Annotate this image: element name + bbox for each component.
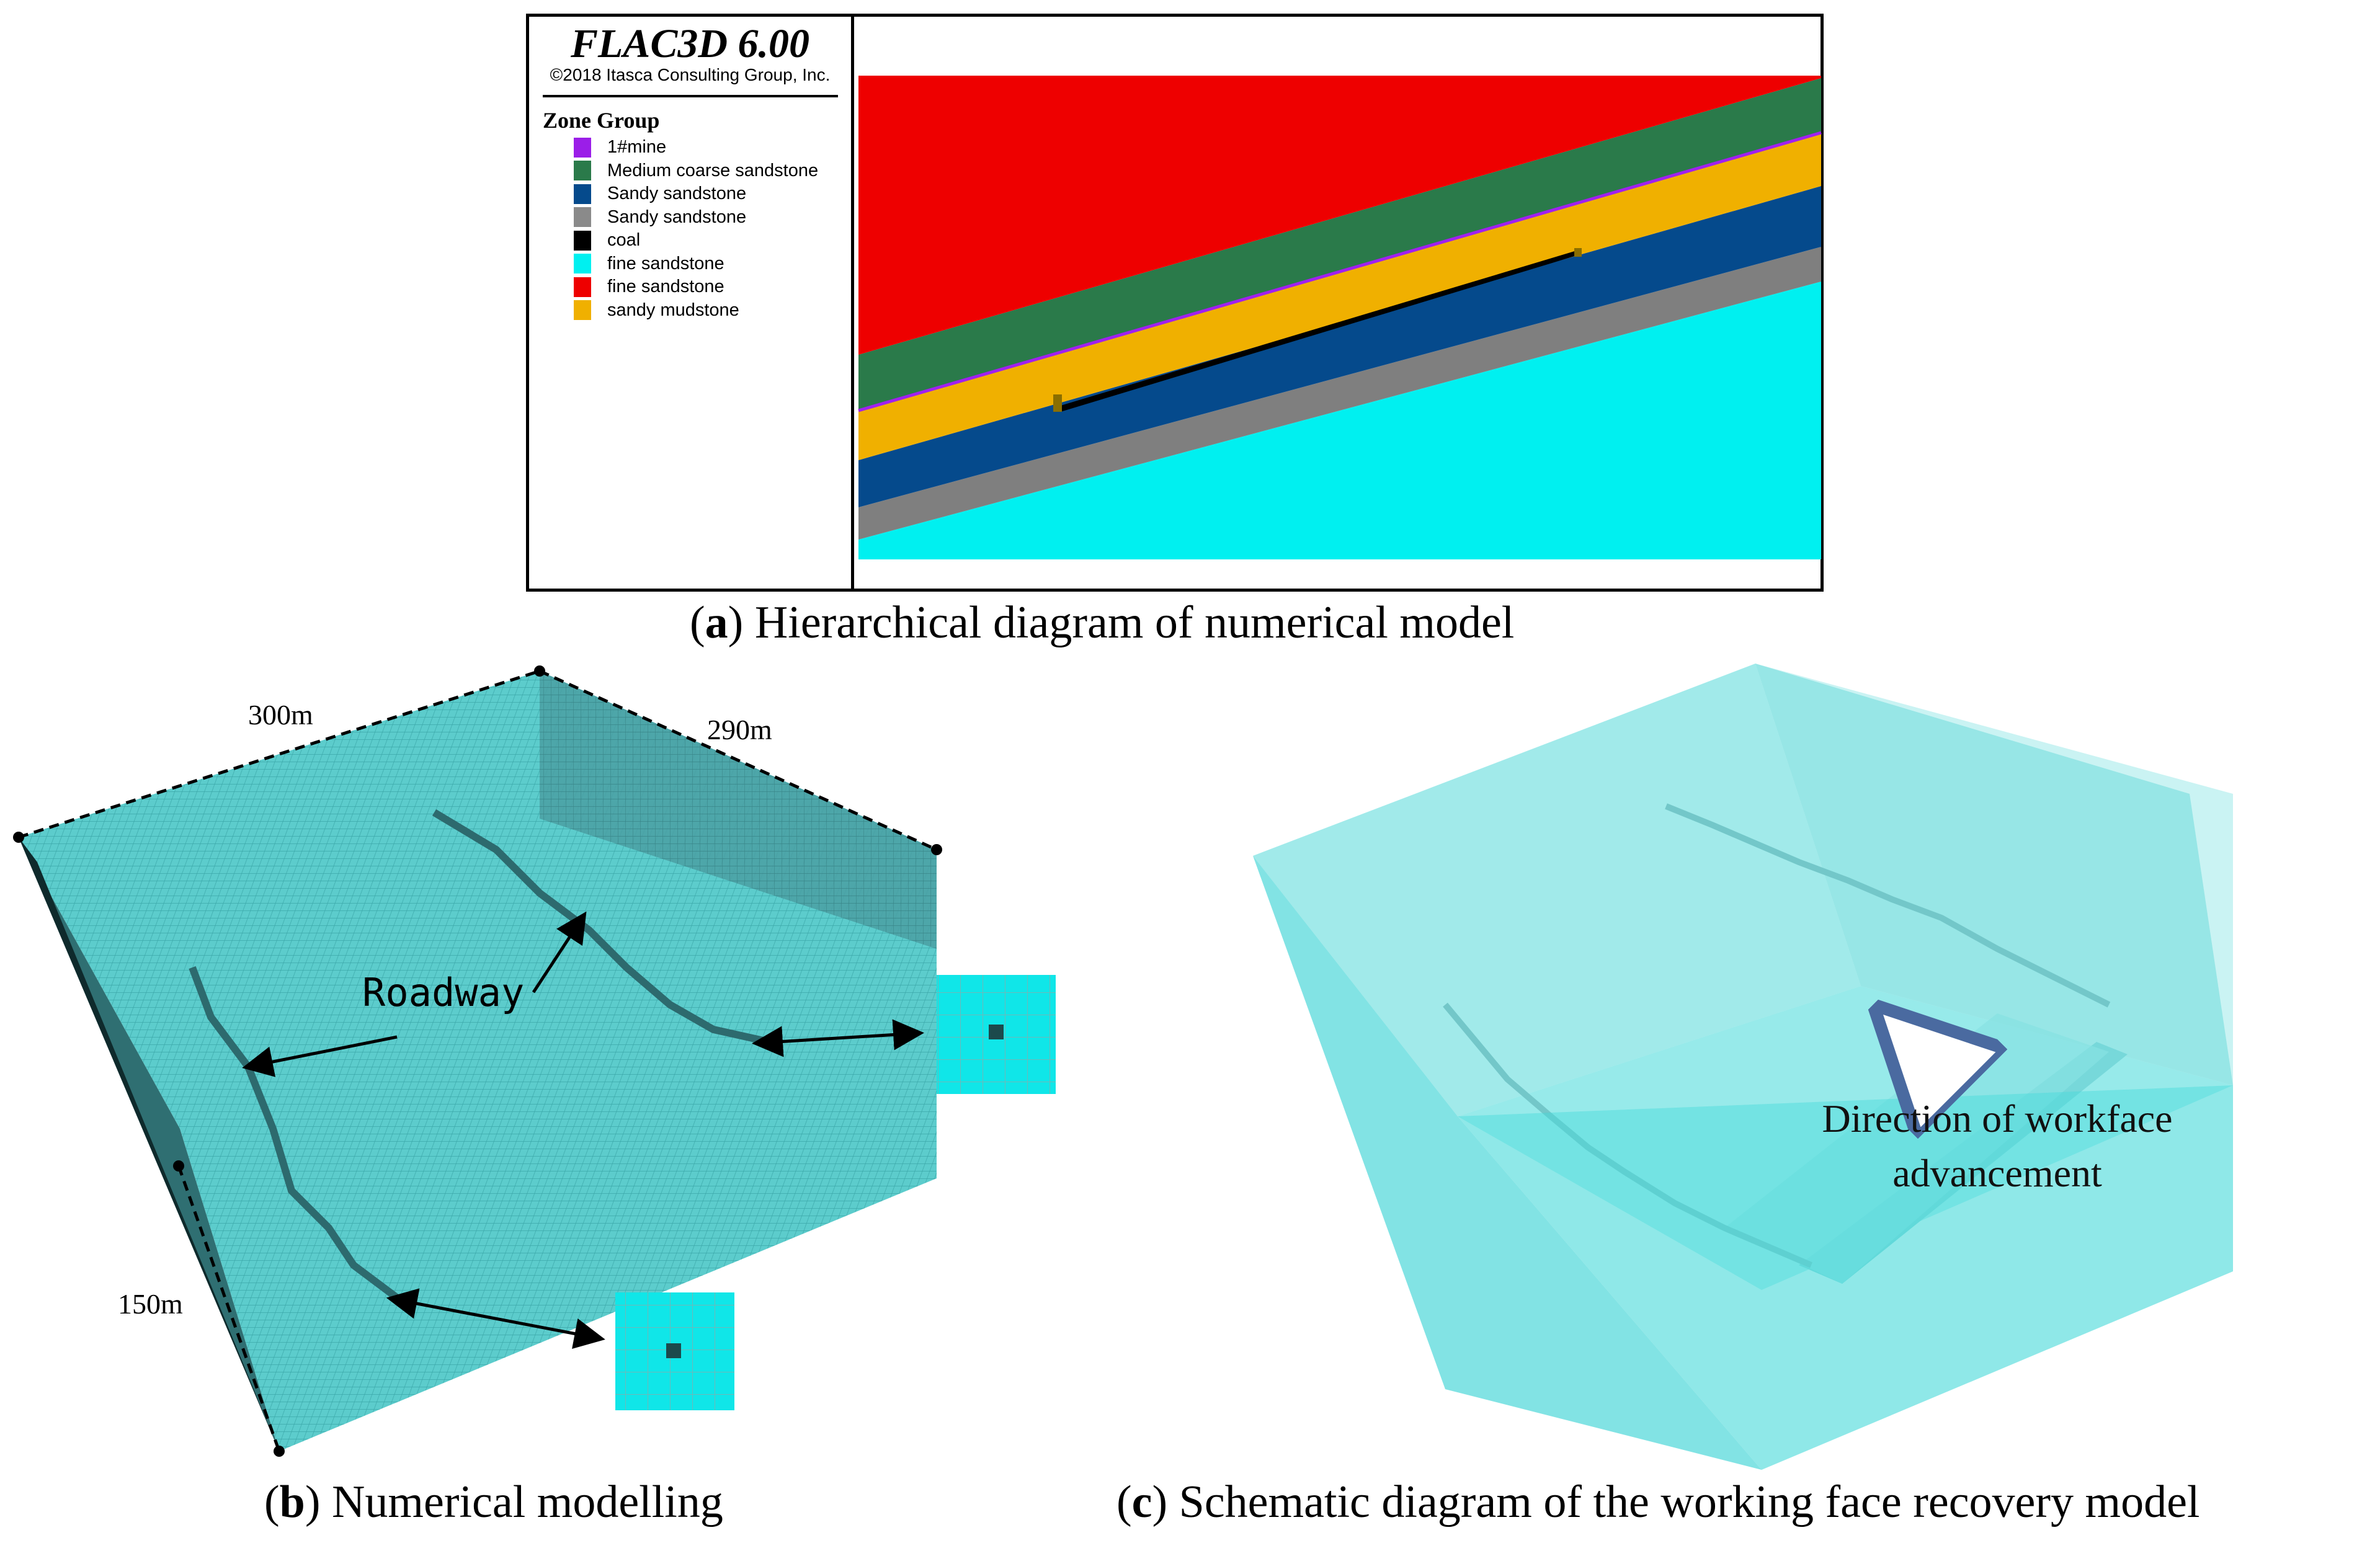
legend-swatch: [574, 230, 591, 251]
corner-dot-mid: [173, 1160, 184, 1172]
legend-label: fine sandstone: [607, 277, 724, 297]
model-back-face: [540, 671, 937, 949]
legend-label: Sandy sandstone: [607, 207, 747, 227]
strata-cross-section: [858, 76, 1822, 559]
workface-direction-arrow-fill: [1913, 1044, 1960, 1092]
app-title: FLAC3D 6.00: [570, 21, 810, 66]
caption-b: (b) Numerical modelling: [264, 1477, 723, 1527]
caption-c: (c) Schematic diagram of the working fac…: [1116, 1477, 2200, 1527]
working-face-marker-right: [1574, 248, 1582, 257]
coal-seam: [1061, 251, 1577, 412]
caption-c-letter: c: [1131, 1477, 1152, 1527]
caption-c-text: Schematic diagram of the working face re…: [1167, 1477, 2200, 1527]
model-c-front-face: [1458, 1085, 2233, 1470]
layer-fine-sandstone-cyan: [858, 282, 1821, 559]
zone-group-legend: FLAC3D 6.00 ©2018 Itasca Consulting Grou…: [529, 17, 854, 589]
working-face-marker-left: [1053, 394, 1062, 412]
model-front-face: [180, 949, 937, 1451]
model-c-left-front-face: [1253, 856, 1762, 1470]
layer-medium-coarse-sandstone: [858, 78, 1821, 411]
workface-direction-label: Direction of workface advancement: [1762, 1092, 2233, 1201]
legend-label: 1#mine: [607, 137, 667, 158]
legend-label: coal: [607, 230, 641, 251]
legend-label: sandy mudstone: [607, 300, 739, 320]
model-left-edge: [19, 837, 279, 1451]
roadway-lower: [189, 966, 406, 1305]
legend-swatch: [574, 277, 591, 297]
layer-sandy-sandstone-grey: [858, 247, 1821, 540]
legend-swatch: [574, 254, 591, 274]
workface-direction-line2: advancement: [1892, 1151, 2102, 1195]
legend-swatch: [574, 300, 591, 321]
caption-a: (a) Hierarchical diagram of numerical mo…: [690, 597, 1515, 648]
caption-a-letter: a: [705, 597, 728, 648]
legend-item: 1#mine: [574, 136, 818, 159]
corner-dot-left: [13, 832, 24, 843]
numerical-modelling-panel: [13, 665, 1056, 1457]
legend-swatch: [574, 207, 591, 228]
legend-item: Medium coarse sandstone: [574, 159, 818, 183]
corner-dot-right: [931, 844, 942, 855]
dim-line-width: [538, 669, 938, 852]
legend-item: Sandy sandstone: [574, 182, 818, 206]
legend-label: Medium coarse sandstone: [607, 160, 819, 180]
copyright-text: ©2018 Itasca Consulting Group, Inc.: [550, 65, 831, 84]
dim-height-label: 150m: [118, 1288, 183, 1320]
recovery-model-panel: [1253, 664, 2233, 1470]
caption-a-text: Hierarchical diagram of numerical model: [743, 597, 1515, 648]
corner-dot-bottom: [274, 1446, 285, 1457]
roadway-section-hole-bottom: [666, 1343, 681, 1358]
legend-title: Zone Group: [543, 108, 660, 133]
caption-b-text: Numerical modelling: [320, 1477, 723, 1527]
legend-swatch: [574, 161, 591, 181]
legend-label: fine sandstone: [607, 253, 724, 273]
layer-sandy-mudstone: [858, 133, 1821, 460]
layer-1-mine: [858, 131, 1822, 412]
legend-item: coal: [574, 229, 818, 252]
dim-line-height: [177, 1165, 281, 1452]
section-arrow-bottom: [386, 1288, 605, 1350]
legend-item: fine sandstone: [574, 275, 818, 299]
roadway-arrow-right: [532, 911, 587, 994]
roadway-arrow-left: [242, 1035, 398, 1077]
corner-dot-top: [534, 665, 545, 677]
layer-sandy-sandstone-blue: [858, 186, 1821, 507]
legend-item: Sandy sandstone: [574, 206, 818, 229]
numerical-model-panel: FLAC3D 6.00 ©2018 Itasca Consulting Grou…: [526, 14, 1824, 592]
roadway-upper: [432, 809, 770, 1046]
legend-item: sandy mudstone: [574, 299, 818, 322]
caption-b-letter: b: [279, 1477, 305, 1527]
roadway-label: Roadway: [362, 970, 525, 1015]
legend-swatch: [574, 137, 591, 158]
roadway-section-hole-right: [989, 1025, 1004, 1039]
legend-swatch: [574, 184, 591, 204]
legend-label: Sandy sandstone: [607, 184, 747, 204]
dim-length-label: 300m: [248, 699, 313, 731]
workface-direction-line1: Direction of workface: [1822, 1096, 2173, 1141]
legend-item: fine sandstone: [574, 252, 818, 276]
dim-width-label: 290m: [707, 714, 772, 745]
dim-line-length: [18, 669, 540, 839]
legend-divider: [543, 95, 838, 97]
layer-fine-sandstone-red: [858, 76, 1821, 355]
section-arrow-right: [752, 1019, 924, 1057]
